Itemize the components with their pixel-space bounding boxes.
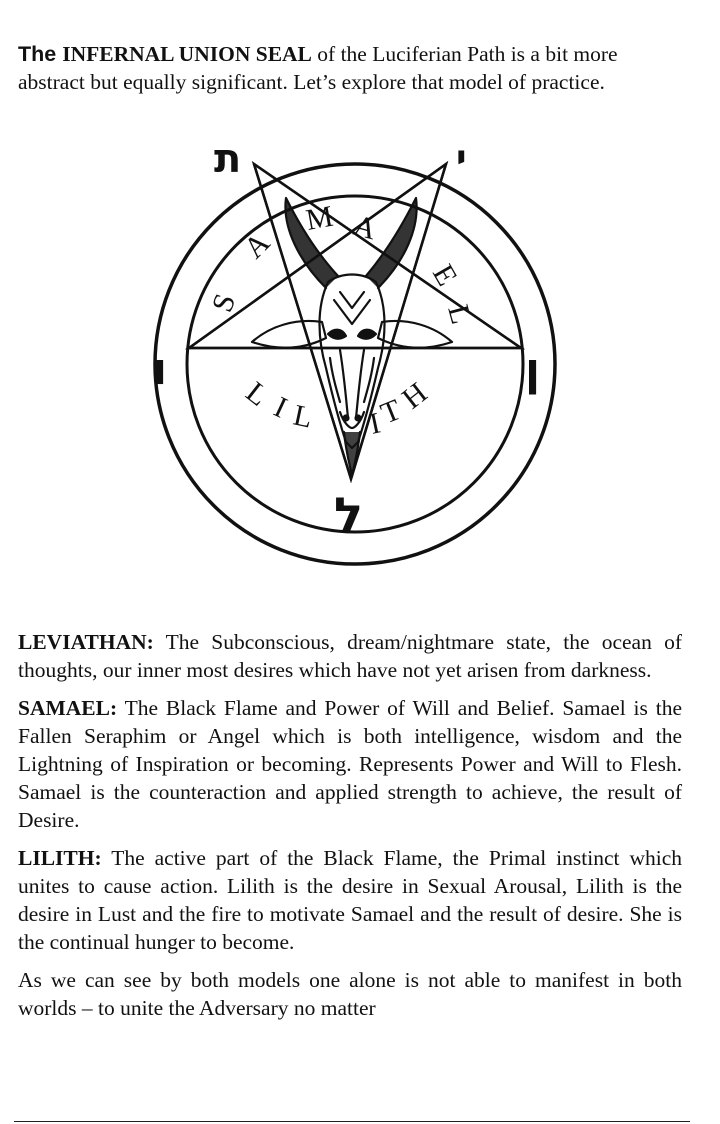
lilith-text: The active part of the Black Flame, the …: [18, 846, 682, 954]
goat-head-illustration: [250, 196, 454, 478]
seal-inner-circle: [185, 194, 525, 534]
intro-text: of the Luciferian Path is a bit more abs…: [18, 42, 618, 94]
samael-letter-a: A: [238, 226, 277, 265]
bottom-rule: [14, 1121, 690, 1122]
seal-letter-bottom: ל: [334, 488, 363, 544]
lilith-term: LILITH:: [18, 846, 102, 870]
leviathan-paragraph: LEVIATHAN: The Subconscious, dream/night…: [18, 628, 682, 684]
closing-paragraph: As we can see by both models one alone i…: [18, 968, 682, 1020]
intro-title: INFERNAL UNION: [62, 42, 251, 66]
seal-letter-left: ו: [152, 344, 167, 395]
lilith-paragraph: LILITH: The active part of the Black Fla…: [18, 844, 682, 956]
intro-paragraph: The INFERNAL UNION SEAL of the Luciferia…: [18, 40, 682, 96]
lilith-letter-l: L: [240, 376, 275, 413]
lilith-letter-t: T: [376, 393, 405, 430]
leviathan-text: The Subconscious, dream/nightmare state,…: [18, 630, 682, 682]
intro-title-seal: SEAL: [255, 42, 312, 66]
infernal-union-seal: ת י ו ל ן S A M A E L L I L I T H: [152, 136, 557, 566]
seal-letter-right: ן: [525, 344, 540, 395]
lilith-letter-h: H: [396, 376, 433, 415]
seal-outer-circle: [153, 162, 557, 566]
samael-letter-s: S: [206, 289, 243, 316]
seal-letter-top-left: ת: [214, 136, 241, 182]
leviathan-term: LEVIATHAN:: [18, 630, 154, 654]
samael-term: SAMAEL:: [18, 696, 118, 720]
lilith-letter-i: I: [269, 390, 292, 424]
samael-letter-l: L: [441, 301, 478, 327]
lilith-letter-l2: L: [291, 399, 316, 435]
samael-letter-a2: A: [350, 209, 380, 247]
samael-letter-m: M: [303, 200, 335, 237]
intro-lead: The: [18, 42, 63, 66]
samael-paragraph: SAMAEL: The Black Flame and Power of Wil…: [18, 694, 682, 834]
samael-text: The Black Flame and Power of Will and Be…: [18, 696, 682, 832]
seal-letter-top-right: י: [456, 138, 467, 179]
document-page: The INFERNAL UNION SEAL of the Luciferia…: [18, 40, 682, 1022]
